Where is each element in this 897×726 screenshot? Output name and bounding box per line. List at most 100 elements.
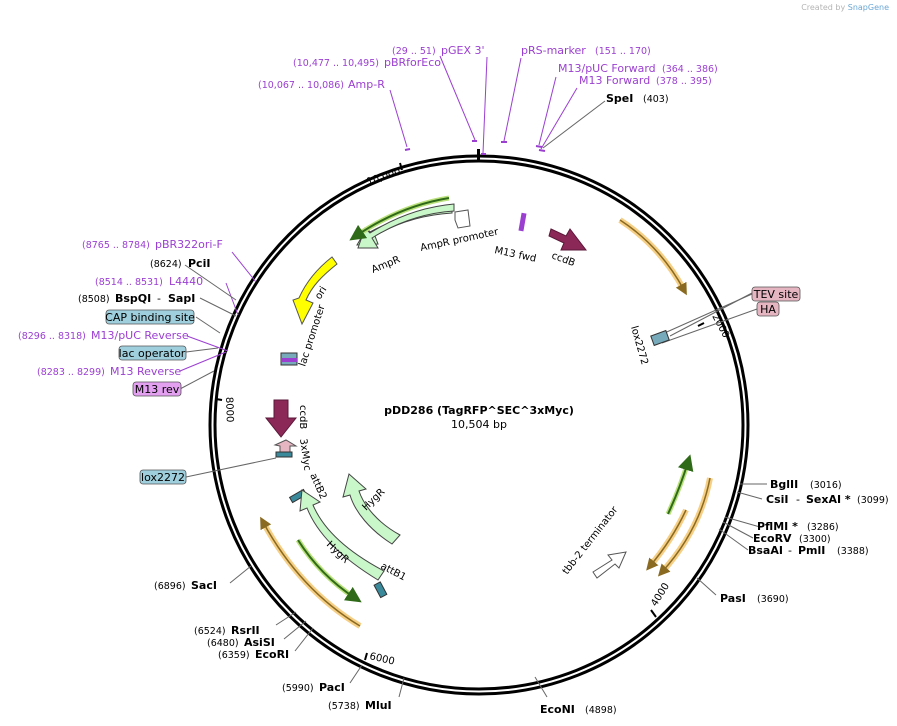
ccdb-left-arrow bbox=[264, 399, 298, 438]
pcii-coord: (8624) bbox=[150, 259, 182, 270]
pcii-name: PciI bbox=[188, 257, 210, 270]
tick-6000 bbox=[364, 652, 368, 661]
bspqi-coord: (8508) bbox=[78, 294, 110, 305]
attb1-marker bbox=[373, 581, 388, 599]
tick-label-8000: 8000 bbox=[223, 397, 235, 423]
bsaai-dash: - bbox=[788, 544, 792, 557]
leader-lines bbox=[179, 55, 767, 698]
l4440-coord: (8514 .. 8531) bbox=[95, 277, 163, 288]
top-primer-markers bbox=[404, 140, 546, 155]
saci-coord: (6896) bbox=[154, 581, 186, 592]
tev-site-box bbox=[751, 286, 801, 302]
asisi-name: AsiSI bbox=[244, 636, 275, 649]
sapi-name: SapI bbox=[168, 292, 195, 305]
ampr-promoter-arrow bbox=[454, 209, 471, 229]
bspqi-dash: - bbox=[157, 292, 161, 305]
feature-lox2272-right-label: lox2272 bbox=[628, 325, 650, 366]
feature-m13-fwd-label: M13 fwd bbox=[493, 245, 537, 265]
lox2272-left-box bbox=[139, 469, 187, 485]
lox2272-right-marker bbox=[650, 329, 670, 347]
ori-arrow bbox=[292, 256, 338, 326]
m13-rev-label: M13 rev bbox=[135, 383, 180, 396]
lac-operator-label: lac operator bbox=[119, 347, 186, 360]
econi-coord: (4898) bbox=[585, 705, 617, 716]
prs-name: pRS-marker bbox=[521, 44, 586, 57]
tick-10000 bbox=[399, 162, 403, 171]
tick-8000 bbox=[215, 398, 223, 401]
feature-attb1-label: attB1 bbox=[379, 561, 408, 583]
hygr-primer-arc bbox=[297, 539, 362, 603]
econi-name: EcoNI bbox=[540, 703, 575, 716]
m13puc-fwd-name: M13/pUC Forward bbox=[558, 62, 656, 75]
pflmi-name: PflMI * bbox=[757, 520, 798, 533]
ampr-primer-arc bbox=[349, 197, 450, 241]
tick-4000 bbox=[650, 609, 657, 618]
pflmi-coord: (3286) bbox=[807, 522, 839, 533]
tick-label-4000: 4000 bbox=[649, 581, 672, 608]
m13-reverse-name: M13 Reverse bbox=[110, 365, 181, 378]
ampr-primer-name: Amp-R bbox=[348, 78, 385, 91]
mlui-name: MluI bbox=[365, 699, 392, 712]
prs-coord: (151 .. 170) bbox=[595, 46, 651, 57]
ecori-coord: (6359) bbox=[218, 650, 250, 661]
snapgene-credit: Created by SnapGene bbox=[801, 3, 889, 12]
lox2272-left-label: lox2272 bbox=[141, 471, 185, 484]
m13-fwd-coord: (378 .. 395) bbox=[656, 76, 712, 87]
rsrii-name: RsrII bbox=[231, 624, 260, 637]
ampr-primer-coord: (10,067 .. 10,086) bbox=[258, 80, 344, 91]
plasmid-title: pDD286 (TagRFP^SEC^3xMyc) bbox=[384, 404, 574, 417]
gex-name: pGEX 3' bbox=[441, 44, 485, 57]
feature-ampr-label: AmpR bbox=[370, 254, 402, 275]
pbr322ori-coord: (8765 .. 8784) bbox=[82, 240, 150, 251]
tick-2000 bbox=[697, 322, 705, 327]
pbreco-name: pBRforEco bbox=[384, 56, 441, 69]
pbreco-coord: (10,477 .. 10,495) bbox=[293, 58, 379, 69]
feature-ccdb-left-label: ccdB bbox=[297, 405, 308, 429]
csii-name: CsiI bbox=[766, 493, 788, 506]
bglii-coord: (3016) bbox=[810, 480, 842, 491]
m13-reverse-coord: (8283 .. 8299) bbox=[37, 367, 105, 378]
ecori-name: EcoRI bbox=[255, 648, 289, 661]
gex-coord: (29 .. 51) bbox=[392, 46, 436, 57]
paci-name: PacI bbox=[319, 681, 345, 694]
hygr-inner-arrow bbox=[299, 489, 385, 581]
bsaai-coord: (3388) bbox=[837, 546, 869, 557]
orange-arc-upper-right bbox=[619, 219, 687, 296]
m13puc-rev-name: M13/pUC Reverse bbox=[91, 329, 189, 342]
csii-dash: - bbox=[796, 493, 800, 506]
tick-marks bbox=[215, 162, 705, 661]
m13-rev-box bbox=[132, 381, 182, 397]
bglii-name: BglII bbox=[770, 478, 798, 491]
ecorv-coord: (3300) bbox=[799, 534, 831, 545]
pasi-coord: (3690) bbox=[757, 594, 789, 605]
orange-arc-lower-left bbox=[260, 516, 361, 627]
myc-marker bbox=[273, 439, 298, 453]
cap-binding-site-box bbox=[105, 309, 195, 325]
lac-operator-box bbox=[118, 345, 187, 361]
rsrii-coord: (6524) bbox=[194, 626, 226, 637]
hygr-outer-arrow bbox=[342, 473, 401, 545]
ha-box bbox=[756, 301, 780, 317]
bspqi-name: BspQI bbox=[115, 292, 151, 305]
sexai-name: SexAI * bbox=[806, 493, 851, 506]
spei-coord: (403) bbox=[643, 94, 669, 105]
m13puc-fwd-coord: (364 .. 386) bbox=[662, 64, 718, 75]
feature-ori-label: ori bbox=[313, 285, 329, 302]
bsaai-name: BsaAI bbox=[748, 544, 783, 557]
origin-marker bbox=[477, 149, 480, 162]
ccdb-top-arrow bbox=[548, 228, 588, 251]
plasmid-size: 10,504 bp bbox=[451, 418, 507, 431]
tick-label-10000: 10,000 bbox=[366, 167, 403, 188]
cap-binding-site-label: CAP binding site bbox=[105, 311, 195, 324]
l4440-name: L4440 bbox=[169, 275, 203, 288]
ecorv-name: EcoRV bbox=[753, 532, 792, 545]
orange-arc-right-outer bbox=[657, 477, 711, 577]
csii-coord: (3099) bbox=[857, 495, 889, 506]
feature-3xmyc-label: 3xMyc bbox=[297, 438, 312, 472]
orange-arc-right-inner bbox=[646, 509, 687, 571]
pmli-name: PmlI bbox=[798, 544, 825, 557]
green-arc-right bbox=[667, 454, 694, 515]
feature-hygr-outer-label: HygR bbox=[360, 487, 387, 514]
asisi-coord: (6480) bbox=[207, 638, 239, 649]
tev-site-label: TEV site bbox=[753, 288, 799, 301]
